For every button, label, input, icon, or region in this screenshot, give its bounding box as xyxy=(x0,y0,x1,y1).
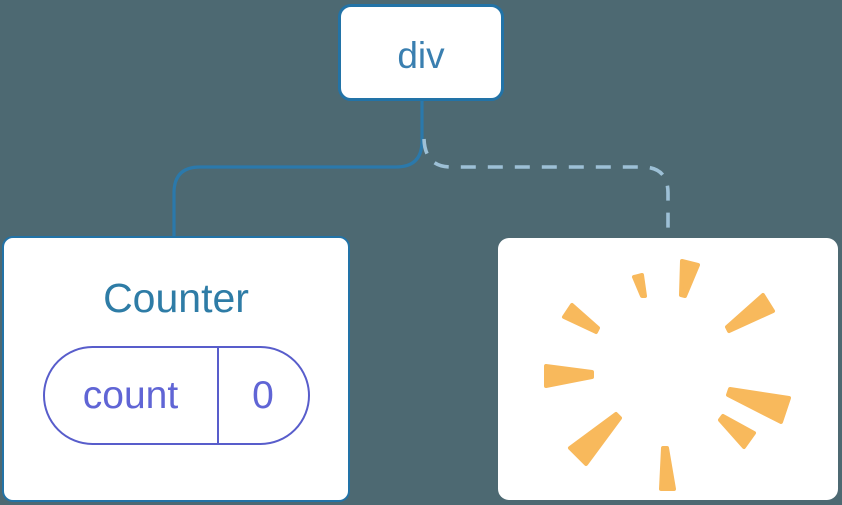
tree-node-div-label: div xyxy=(397,34,445,76)
state-value: 0 xyxy=(252,373,274,417)
counter-component-card: Counter count 0 xyxy=(2,236,350,502)
solid-connector xyxy=(172,101,424,238)
poof-icon xyxy=(544,259,791,491)
state-key: count xyxy=(45,348,219,444)
component-title: Counter xyxy=(103,275,249,321)
dashed-connector xyxy=(422,138,670,237)
removed-component-card xyxy=(498,238,838,500)
state-pill: count 0 xyxy=(42,346,310,446)
tree-node-div: div xyxy=(338,4,504,101)
